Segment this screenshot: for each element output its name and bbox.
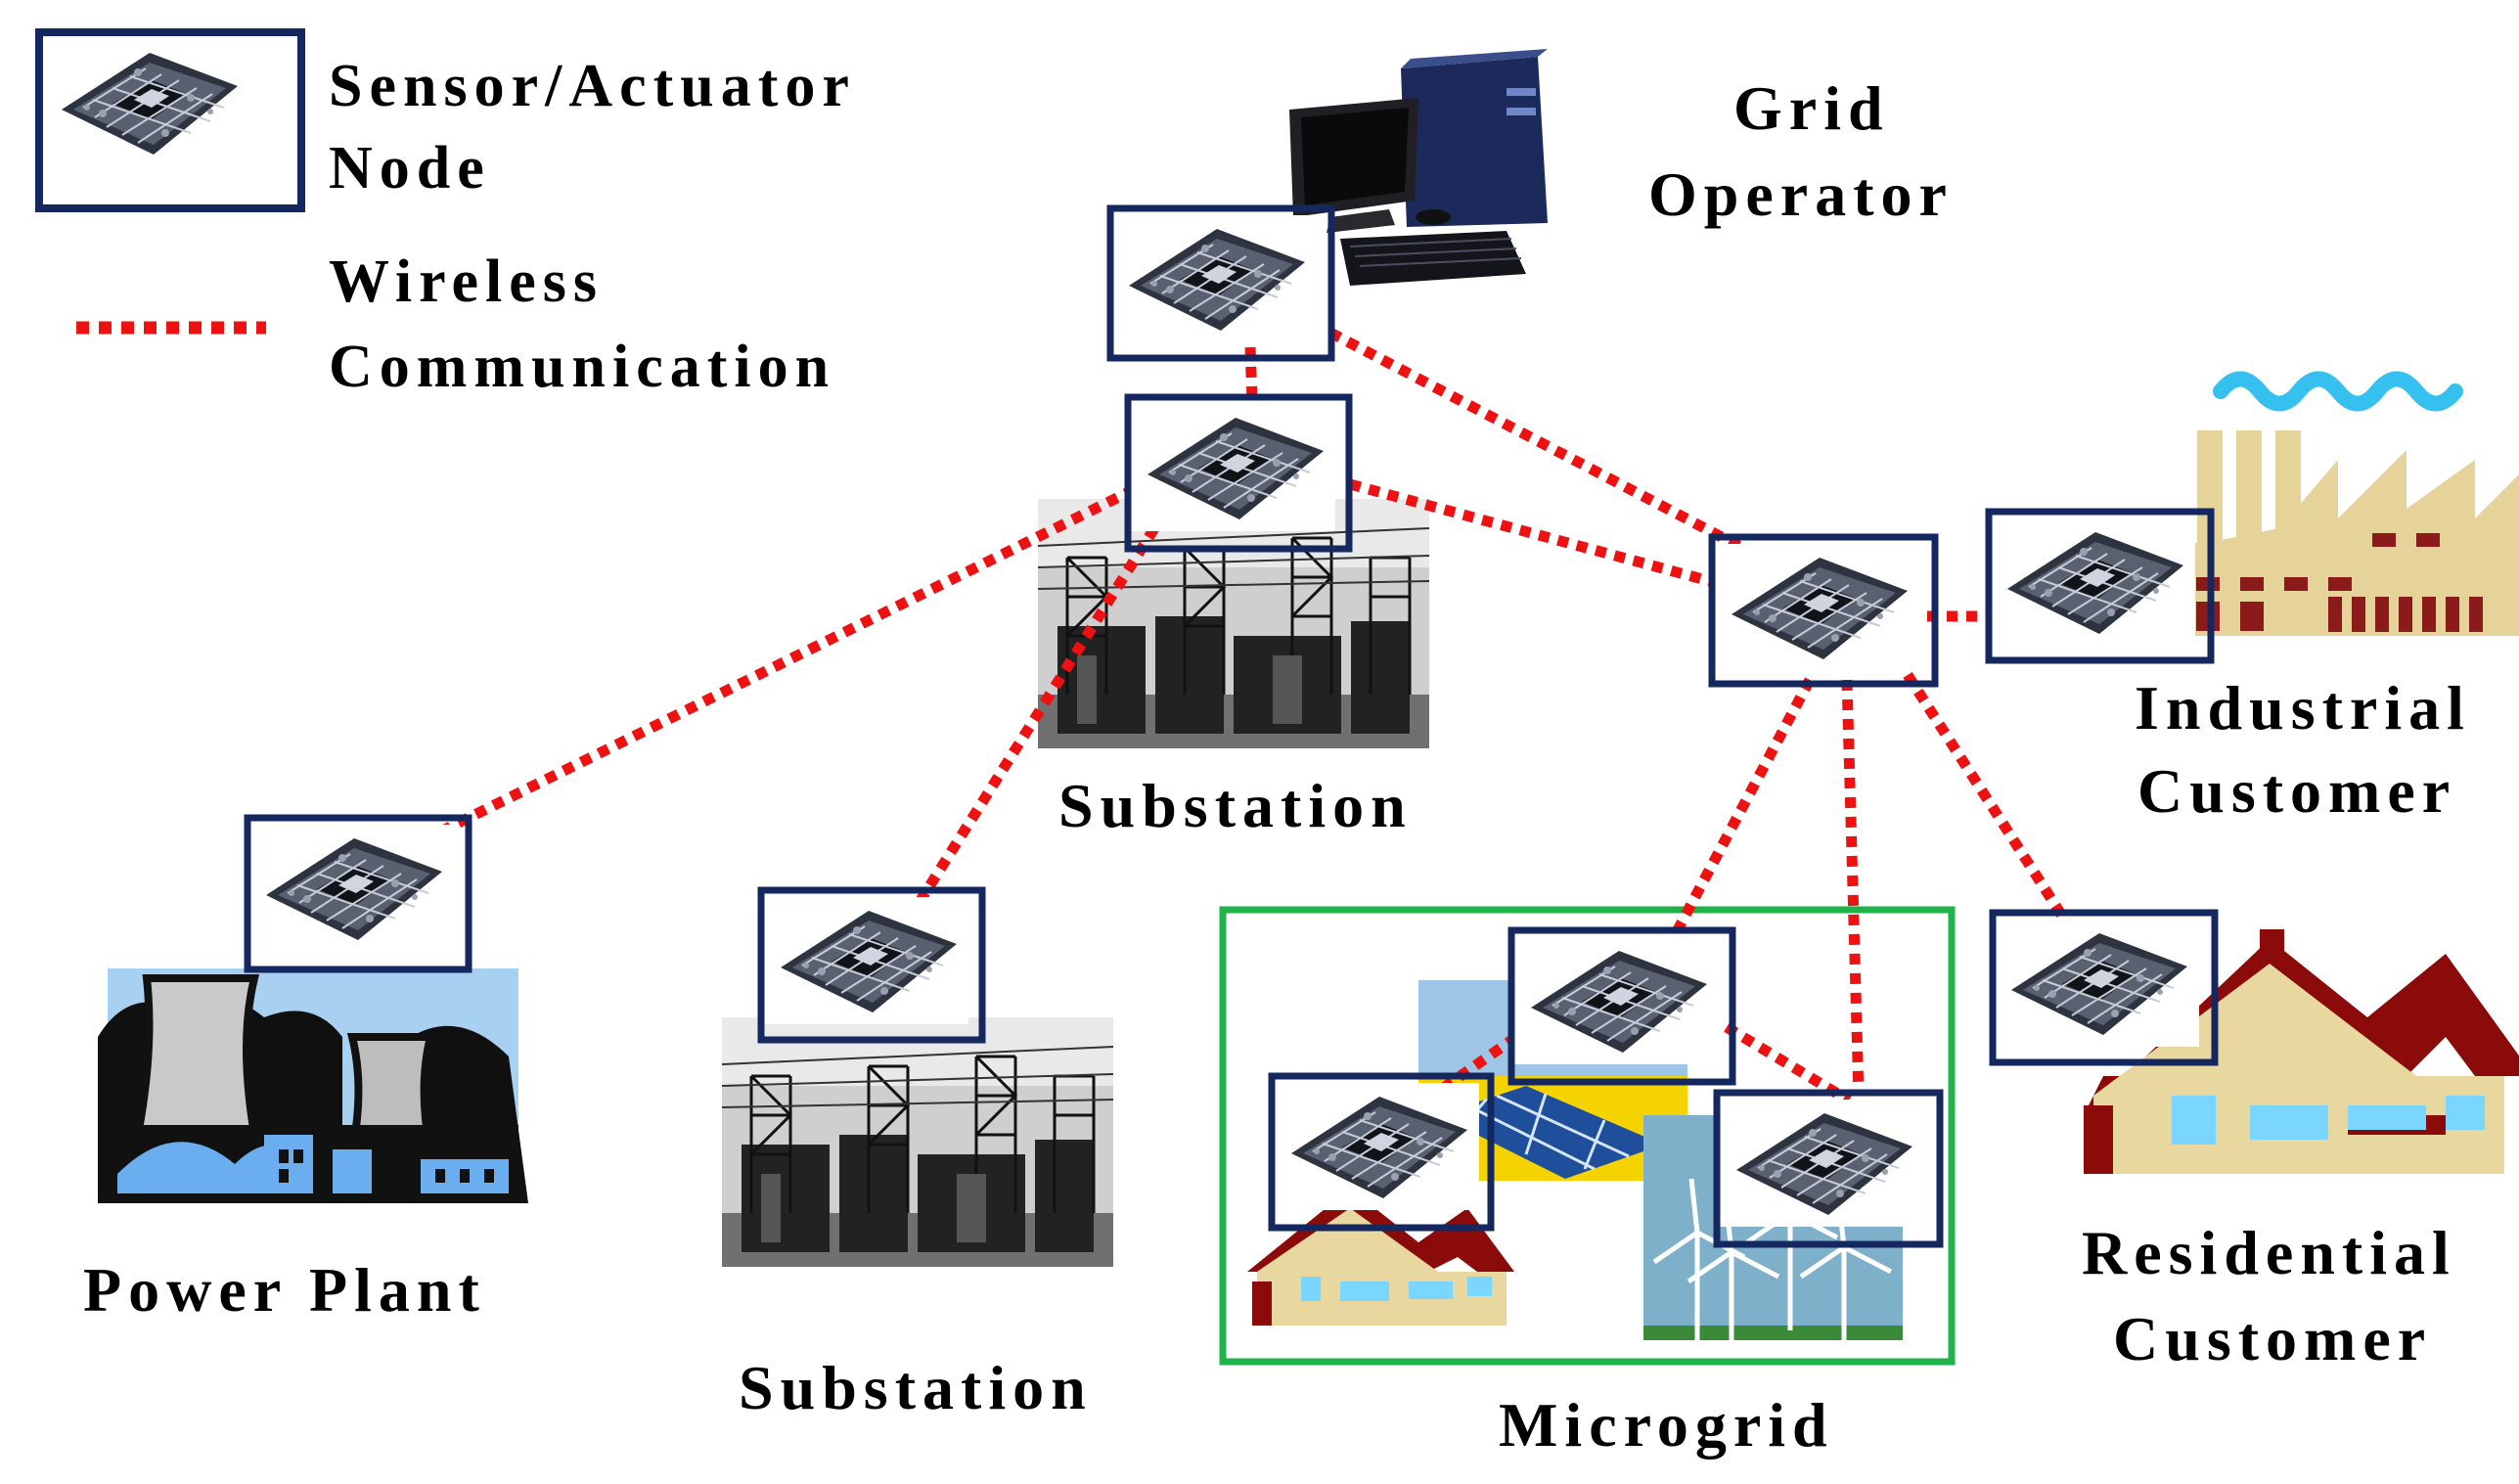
residential-customer-label-line2: Customer <box>2113 1304 2432 1373</box>
link-solar-wind <box>1724 1022 1852 1105</box>
grid-operator-label-line2: Operator <box>1648 159 1954 229</box>
circuit-board-icon <box>1989 517 2196 647</box>
legend-node-label-line2: Node <box>329 135 491 202</box>
factory-icon <box>2182 371 2519 636</box>
legend-wireless-label-line2: Communication <box>329 334 835 400</box>
cooling-tower-icon <box>98 968 528 1203</box>
circuit-board-icon <box>1110 214 1318 343</box>
sensor-node-power-plant <box>244 814 472 973</box>
legend: Sensor/Actuator Node Wireless Communicat… <box>35 28 856 400</box>
grid-operator-label-line1: Grid <box>1733 73 1890 143</box>
house-icon <box>2084 929 2519 1174</box>
sensor-node-microgrid-house <box>1268 1072 1495 1232</box>
substation-photo-icon <box>720 1015 1115 1269</box>
sensor-node-industrial <box>1985 508 2215 664</box>
wireless-links <box>398 328 2079 1110</box>
circuit-board-icon <box>1273 1082 1480 1211</box>
circuit-board-icon <box>43 38 250 167</box>
circuit-board-icon <box>1129 403 1336 532</box>
sensor-node-substation-bottom <box>757 886 986 1044</box>
microgrid-boundary <box>1219 906 1956 1366</box>
circuit-board-icon <box>247 824 455 953</box>
substation-photo-icon <box>1036 497 1431 750</box>
link-substation-substation <box>910 525 1159 913</box>
substation-top-label: Substation <box>1058 771 1413 840</box>
link-hub-residential <box>1903 672 2079 937</box>
sensor-node-residential <box>1989 909 2219 1066</box>
industrial-customer-label-line2: Customer <box>2137 756 2456 826</box>
link-hub-wind <box>1841 679 1865 1097</box>
microgrid-label: Microgrid <box>1499 1390 1834 1460</box>
sensor-node-substation-top <box>1124 393 1353 553</box>
link-substation-hub <box>1348 478 1733 593</box>
sensor-node-hub <box>1708 533 1939 688</box>
link-substation-powerplant <box>398 484 1138 856</box>
legend-node-swatch <box>35 28 305 212</box>
circuit-board-icon <box>1993 919 2200 1048</box>
desktop-computer-icon <box>1289 49 1548 286</box>
circuit-board-icon <box>1713 543 1920 672</box>
circuit-board-icon <box>1718 1099 1925 1228</box>
sensor-node-microgrid-solar <box>1507 926 1736 1086</box>
legend-wireless-label-line1: Wireless <box>329 248 604 315</box>
sensor-node-microgrid-wind <box>1713 1089 1944 1248</box>
link-hub-solar <box>1668 677 1815 942</box>
sensor-node-grid-operator <box>1106 204 1335 362</box>
circuit-board-icon <box>762 896 969 1025</box>
power-plant-label: Power Plant <box>83 1255 486 1325</box>
legend-node-label-line1: Sensor/Actuator <box>329 53 856 119</box>
circuit-board-icon <box>1512 936 1720 1065</box>
residential-customer-label-line1: Residential <box>2082 1218 2456 1287</box>
industrial-customer-label-line1: Industrial <box>2135 673 2471 742</box>
substation-bottom-label: Substation <box>739 1353 1093 1422</box>
link-operator-hub <box>1327 328 1764 562</box>
